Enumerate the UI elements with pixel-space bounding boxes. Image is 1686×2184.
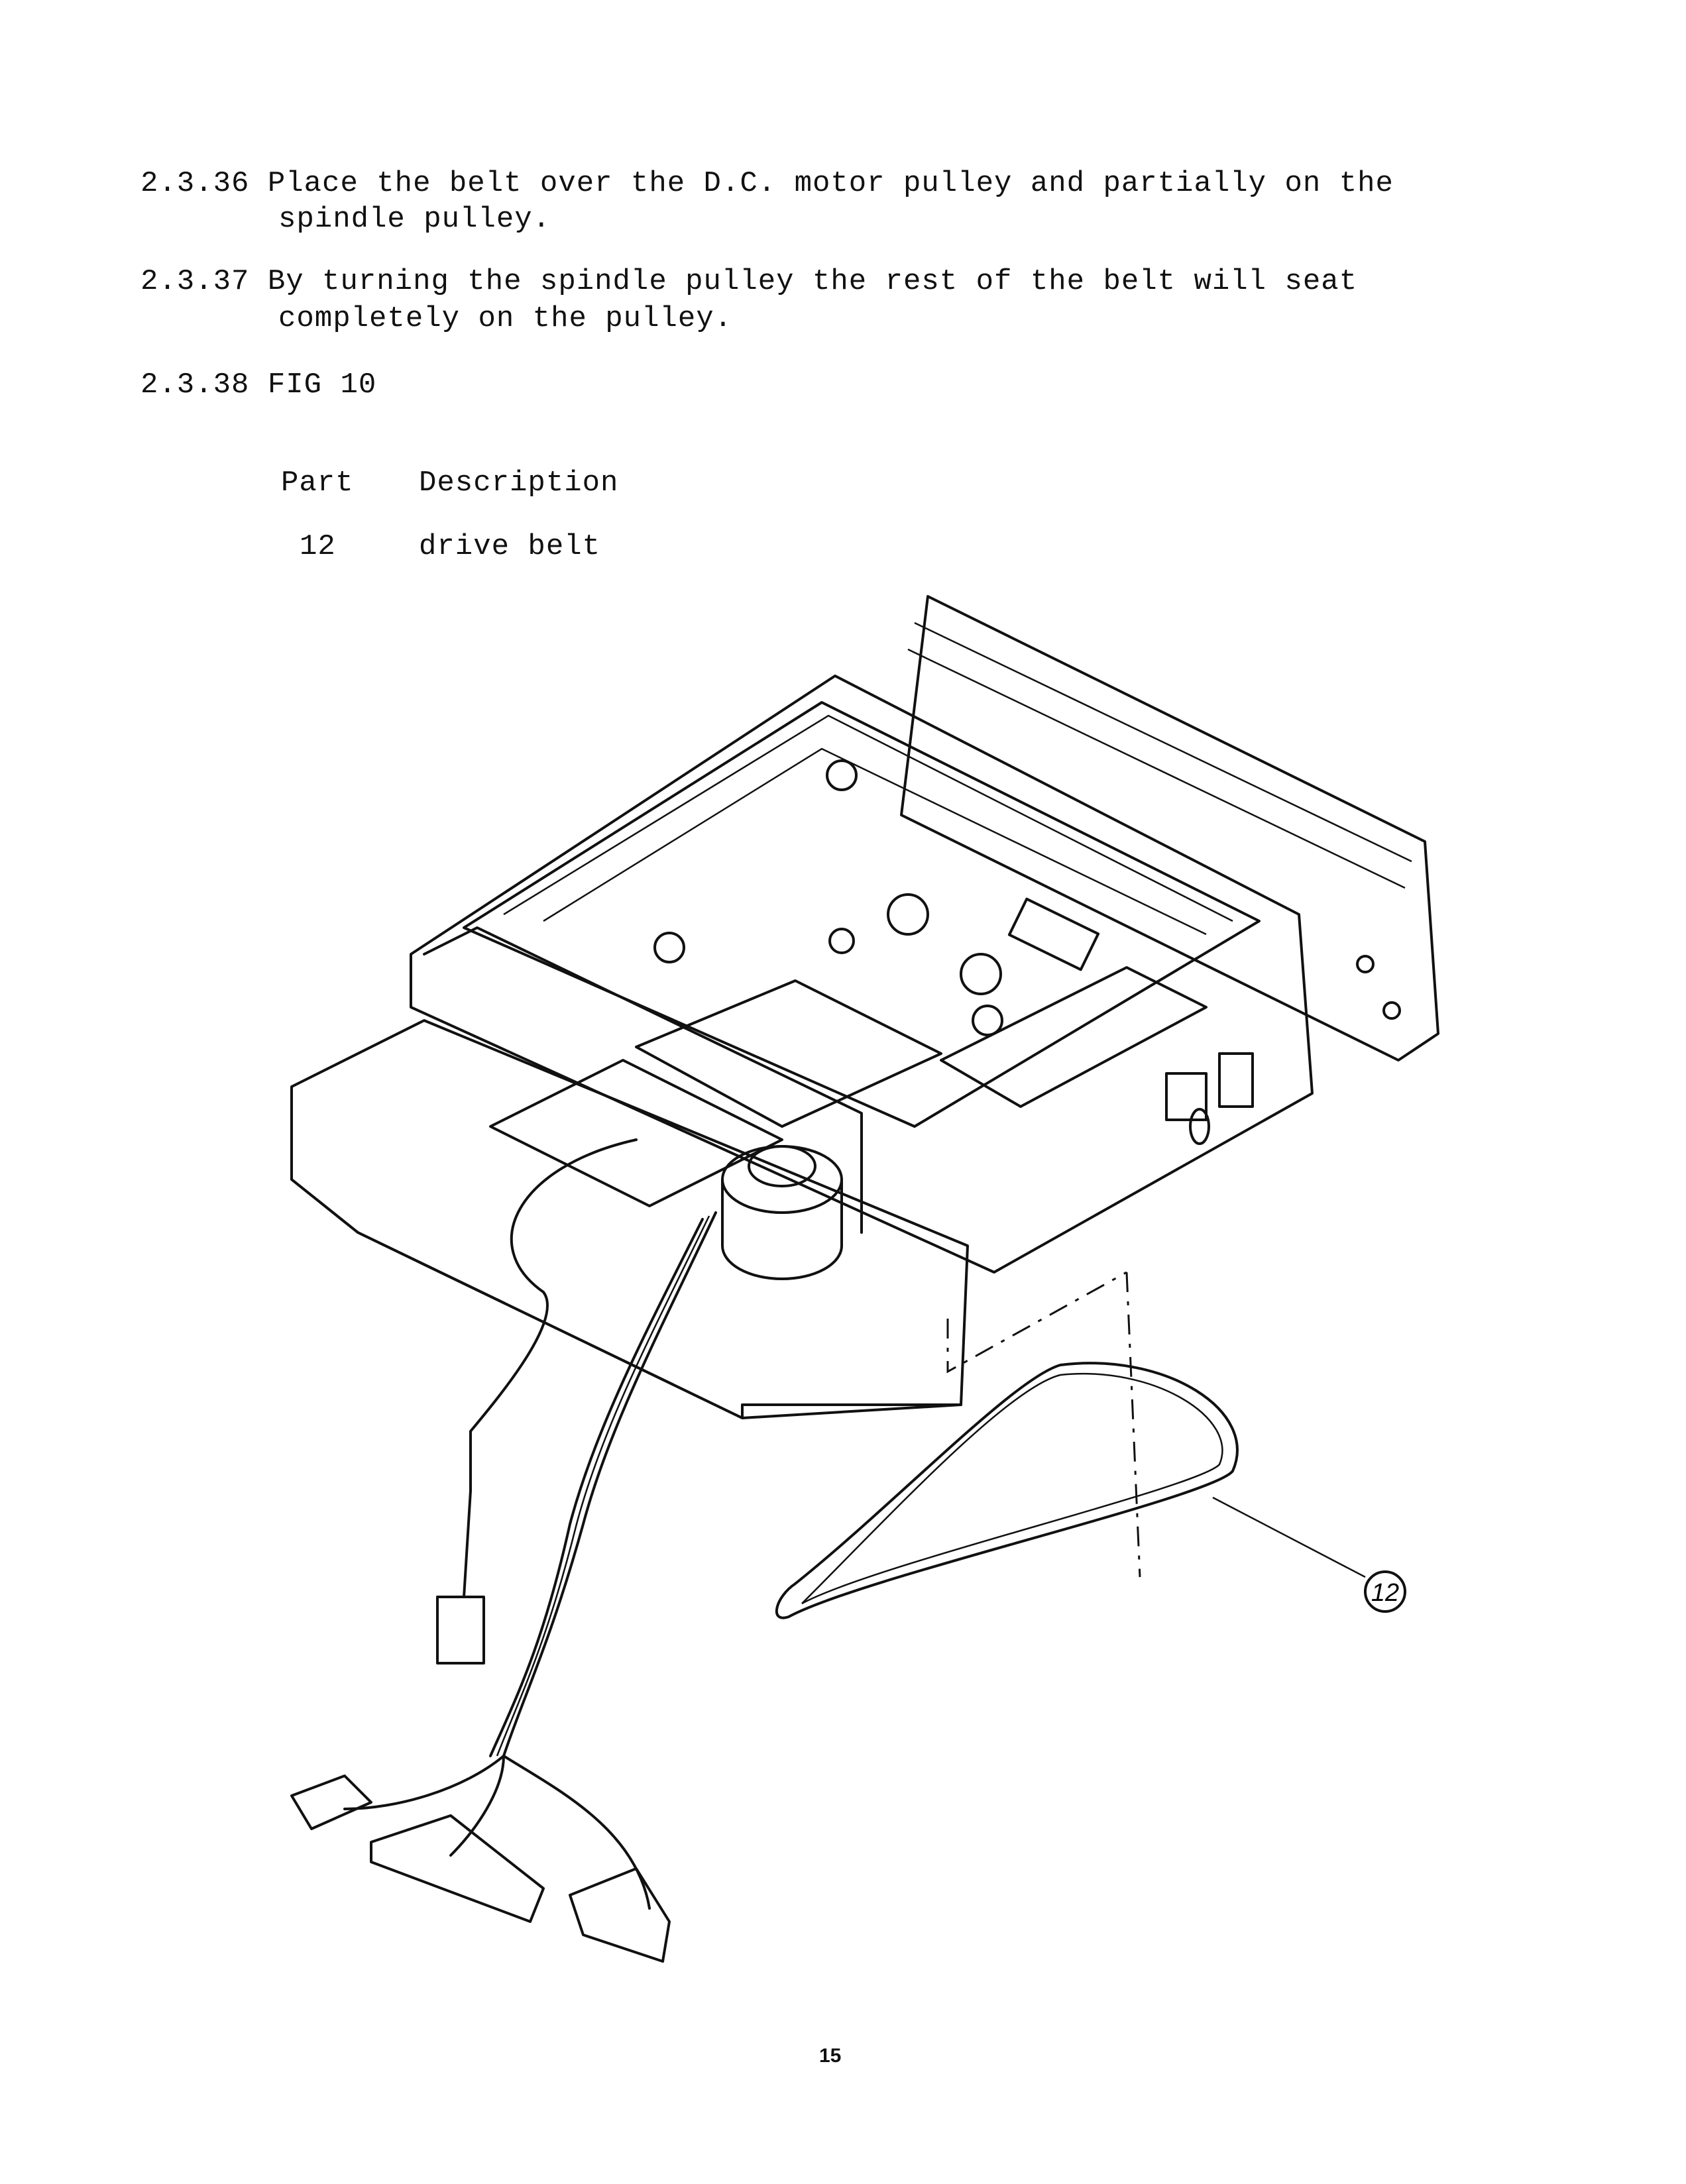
parts-row-description: drive belt [419, 530, 601, 563]
callout-leader [1212, 1496, 1366, 1578]
step-2-3-36-line1: 2.3.36 Place the belt over the D.C. moto… [140, 167, 1394, 200]
step-2-3-37-line2: completely on the pulley. [278, 302, 733, 335]
step-number: 2.3.38 [140, 368, 250, 402]
step-2-3-36-line2: spindle pulley. [278, 203, 551, 236]
parts-header-description: Description [419, 466, 619, 500]
chassis [290, 675, 1314, 1419]
step-number: 2.3.36 [140, 167, 250, 200]
parts-header-part: Part [281, 466, 354, 500]
alignment-lines [946, 1271, 1141, 1578]
callout-label: 12 [1371, 1579, 1399, 1607]
parts-row-part: 12 [300, 530, 336, 563]
dc-motor [721, 1145, 843, 1280]
figure-reference: FIG 10 [267, 368, 377, 402]
step-text: By turning the spindle pulley the rest o… [267, 265, 1358, 298]
drive-belt-12[interactable] [775, 1362, 1239, 1619]
page-number: 15 [819, 2045, 842, 2067]
callout-circle [1364, 1570, 1406, 1613]
step-number: 2.3.37 [140, 265, 250, 298]
step-2-3-38: 2.3.38 FIG 10 [140, 368, 376, 402]
wire-harness [290, 1138, 717, 1963]
step-2-3-37-line1: 2.3.37 By turning the spindle pulley the… [140, 265, 1357, 298]
front-bezel [900, 595, 1439, 1062]
step-text: Place the belt over the D.C. motor pulle… [267, 167, 1394, 200]
